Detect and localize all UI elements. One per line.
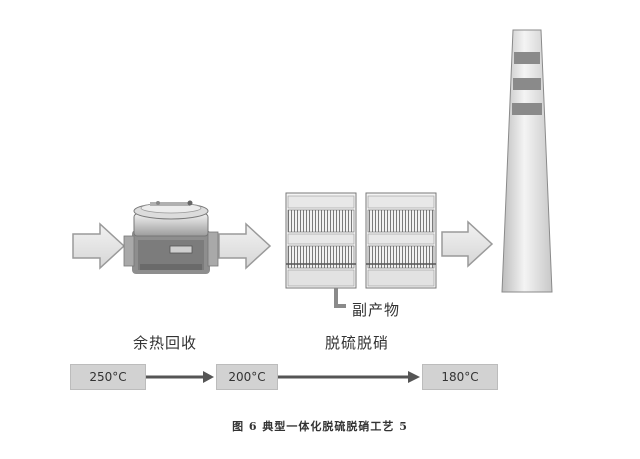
- reactor-right: [365, 192, 437, 289]
- flow-arrow-outlet: [441, 220, 494, 268]
- figure-caption: 图 6 典型一体化脱硫脱硝工艺 5: [232, 420, 408, 433]
- heat-recovery-unit: [123, 200, 219, 274]
- flow-arrow-inlet: [72, 222, 126, 270]
- temperature-box-200: 200°C: [216, 364, 278, 390]
- byproduct-label: 副产物: [352, 301, 401, 319]
- desulf-denitr-label: 脱硫脱硝: [325, 334, 390, 352]
- temperature-box-250: 250°C: [70, 364, 146, 390]
- reactor-left: [285, 192, 357, 289]
- byproduct-pipe: [334, 288, 346, 308]
- temperature-box-180: 180°C: [422, 364, 498, 390]
- heat-recovery-label: 余热回收: [133, 334, 198, 352]
- chimney: [501, 29, 553, 293]
- flow-arrow-mid: [218, 222, 272, 270]
- temp-arrow-2: [278, 371, 420, 383]
- temp-arrow-1: [146, 371, 214, 383]
